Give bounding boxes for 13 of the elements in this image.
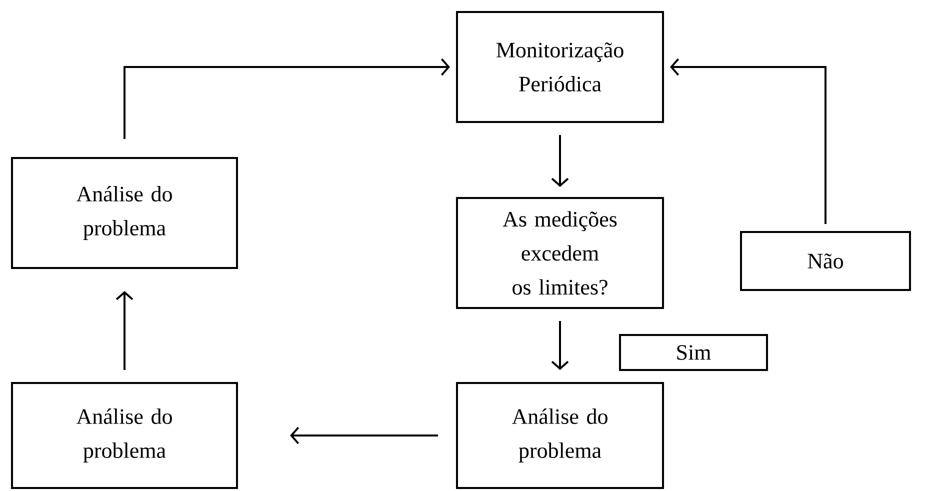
arrow [116, 291, 134, 370]
arrow [551, 321, 569, 370]
arrow [124, 58, 450, 139]
answer-box: Não [740, 231, 911, 291]
arrow [551, 135, 569, 187]
process-box: Análise do problema [11, 157, 238, 269]
answer-box: Sim [619, 334, 768, 371]
process-box: Análise do problema [11, 382, 238, 489]
process-box: Análise do problema [456, 382, 664, 489]
process-box: Monitorização Periódica [456, 11, 664, 123]
arrow [670, 58, 826, 224]
decision-box: As medições excedem os limites? [456, 197, 664, 309]
arrow [290, 426, 438, 444]
